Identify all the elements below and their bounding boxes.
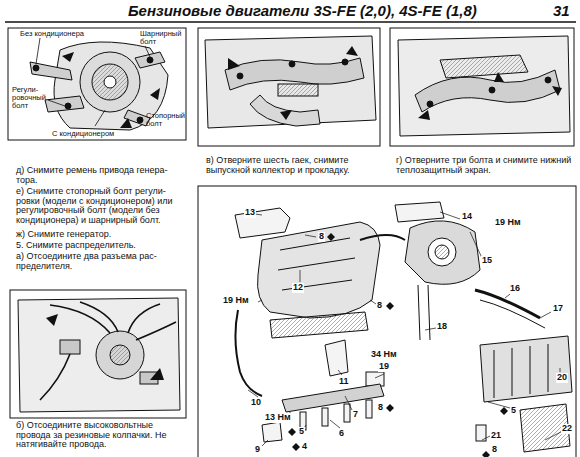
part-label: Шарнирный болт xyxy=(140,30,184,46)
step-text: д) Снимите ремень привода генера- тора. xyxy=(16,166,190,185)
callout-number: 20 xyxy=(556,373,568,383)
step-text: 5. Снимите распределитель. xyxy=(16,241,190,251)
callout-number: 15 xyxy=(481,256,493,266)
torque-value: 19 Нм xyxy=(222,296,250,306)
part-label: С кондиционером xyxy=(52,130,114,138)
torque-value: 13 Нм xyxy=(264,413,292,423)
callout-number: 19 xyxy=(378,362,390,372)
callout-number: 18 xyxy=(436,322,448,332)
callout-number: 14 xyxy=(461,212,473,222)
callout-number: 8 xyxy=(491,445,498,455)
callout-number: 21 xyxy=(490,431,502,441)
callout-number: 10 xyxy=(250,398,262,408)
callout-number: 5 xyxy=(298,427,305,437)
callout-number: 11 xyxy=(338,377,350,387)
step-text: а) Отсоедините два разъема рас- пределит… xyxy=(16,252,190,271)
part-label: Стопорный болт xyxy=(146,112,184,128)
callout-number: 9 xyxy=(254,445,261,455)
page-header: Бензиновые двигатели 3S-FE (2,0), 4S-FE … xyxy=(128,3,477,19)
step-text: в) Отверните шесть гаек, снимите выпускн… xyxy=(206,156,380,175)
callout-number: 6 xyxy=(338,429,345,439)
callout-number: 17 xyxy=(552,304,564,314)
part-label: Регули- ровочный болт xyxy=(12,86,52,110)
step-text: е) Снимите стопорный болт регули- ровки … xyxy=(16,187,190,226)
callout-number: 8 xyxy=(318,232,325,242)
page-number: 31 xyxy=(553,3,570,19)
callout-number: 13 xyxy=(244,208,256,218)
torque-value: 34 Нм xyxy=(370,350,398,360)
step-text: б) Отсоедините высоковольтные провода за… xyxy=(16,421,190,450)
part-label: Без кондиционера xyxy=(20,30,84,38)
callout-number: 8 xyxy=(377,403,384,413)
step-text: г) Отверните три болта и снимите нижний … xyxy=(396,156,574,175)
callout-number: 22 xyxy=(561,424,573,434)
step-text: ж) Снимите генератор. xyxy=(16,230,190,240)
torque-value: 19 Нм xyxy=(494,218,522,228)
callout-number: 8 xyxy=(376,301,383,311)
callout-number: 16 xyxy=(509,284,521,294)
callout-number: 12 xyxy=(292,283,304,293)
callout-number: 5 xyxy=(510,406,517,416)
callout-number: 4 xyxy=(301,442,308,452)
callout-number: 7 xyxy=(352,410,359,420)
